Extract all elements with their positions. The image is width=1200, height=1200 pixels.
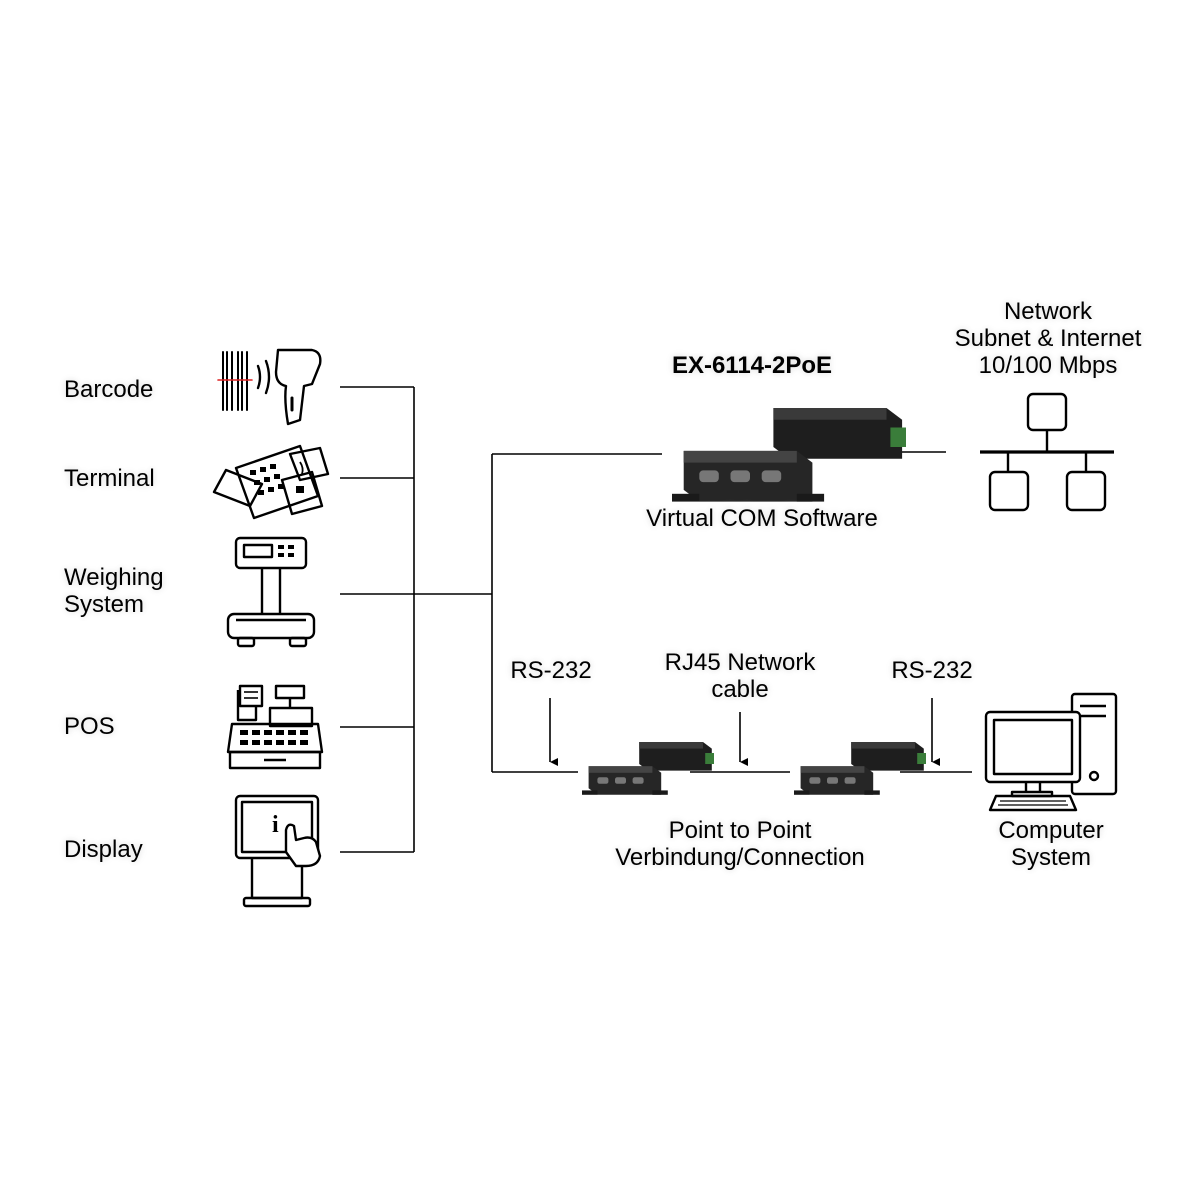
label-barcode: Barcode xyxy=(64,376,153,403)
card-terminal-icon xyxy=(212,444,330,520)
p2p-caption-line-1: Point to Point xyxy=(668,817,812,844)
label-terminal: Terminal xyxy=(64,465,155,492)
touch-kiosk-icon: i xyxy=(234,794,322,908)
label-terminal-line: Terminal xyxy=(64,465,155,492)
rj45-cable-line-2: cable xyxy=(711,676,769,703)
rs232-right-label: RS-232 xyxy=(891,657,973,684)
label-pos: POS xyxy=(64,713,115,740)
label-display-line: Display xyxy=(64,836,143,863)
network-label-line-1: Network xyxy=(1003,298,1093,325)
barcode-scanner-icon xyxy=(217,348,322,426)
computer-system-label: Computer System xyxy=(998,817,1103,871)
network-label-line-2: Subnet & Internet xyxy=(954,325,1142,352)
main-serial-hub-device xyxy=(672,408,906,502)
main-device-caption: Virtual COM Software xyxy=(646,505,878,532)
label-weighing-system: Weighing System xyxy=(64,564,164,618)
rj45-cable-line-1: RJ45 Network xyxy=(664,649,816,676)
label-display: Display xyxy=(64,836,143,863)
label-weighing-line-1: Weighing xyxy=(64,564,164,591)
main-device-name: EX-6114-2PoE xyxy=(671,352,833,379)
p2p-device-right xyxy=(794,742,926,795)
computer-label-line-2: System xyxy=(1010,844,1091,871)
network-topology-icon xyxy=(980,392,1114,512)
connection-lines xyxy=(340,386,972,853)
desktop-computer-icon xyxy=(984,692,1118,812)
label-pos-line: POS xyxy=(64,713,115,740)
p2p-device-left xyxy=(582,742,714,795)
label-barcode-line: Barcode xyxy=(64,376,154,403)
rs232-left-label: RS-232 xyxy=(510,657,592,684)
rj45-cable-label: RJ45 Network cable xyxy=(665,649,816,703)
computer-label-line-1: Computer xyxy=(998,817,1104,844)
network-label-line-3: 10/100 Mbps xyxy=(978,352,1118,379)
label-weighing-line-2: System xyxy=(64,591,145,618)
network-label: Network Subnet & Internet 10/100 Mbps xyxy=(955,298,1142,379)
barcode-bars-icon xyxy=(222,351,248,411)
weighing-scale-icon xyxy=(226,536,316,648)
p2p-caption: Point to Point Verbindung/Connection xyxy=(615,817,865,871)
cash-register-icon xyxy=(226,684,324,770)
svg-text:i: i xyxy=(272,812,279,838)
p2p-caption-line-2: Verbindung/Connection xyxy=(615,844,865,871)
